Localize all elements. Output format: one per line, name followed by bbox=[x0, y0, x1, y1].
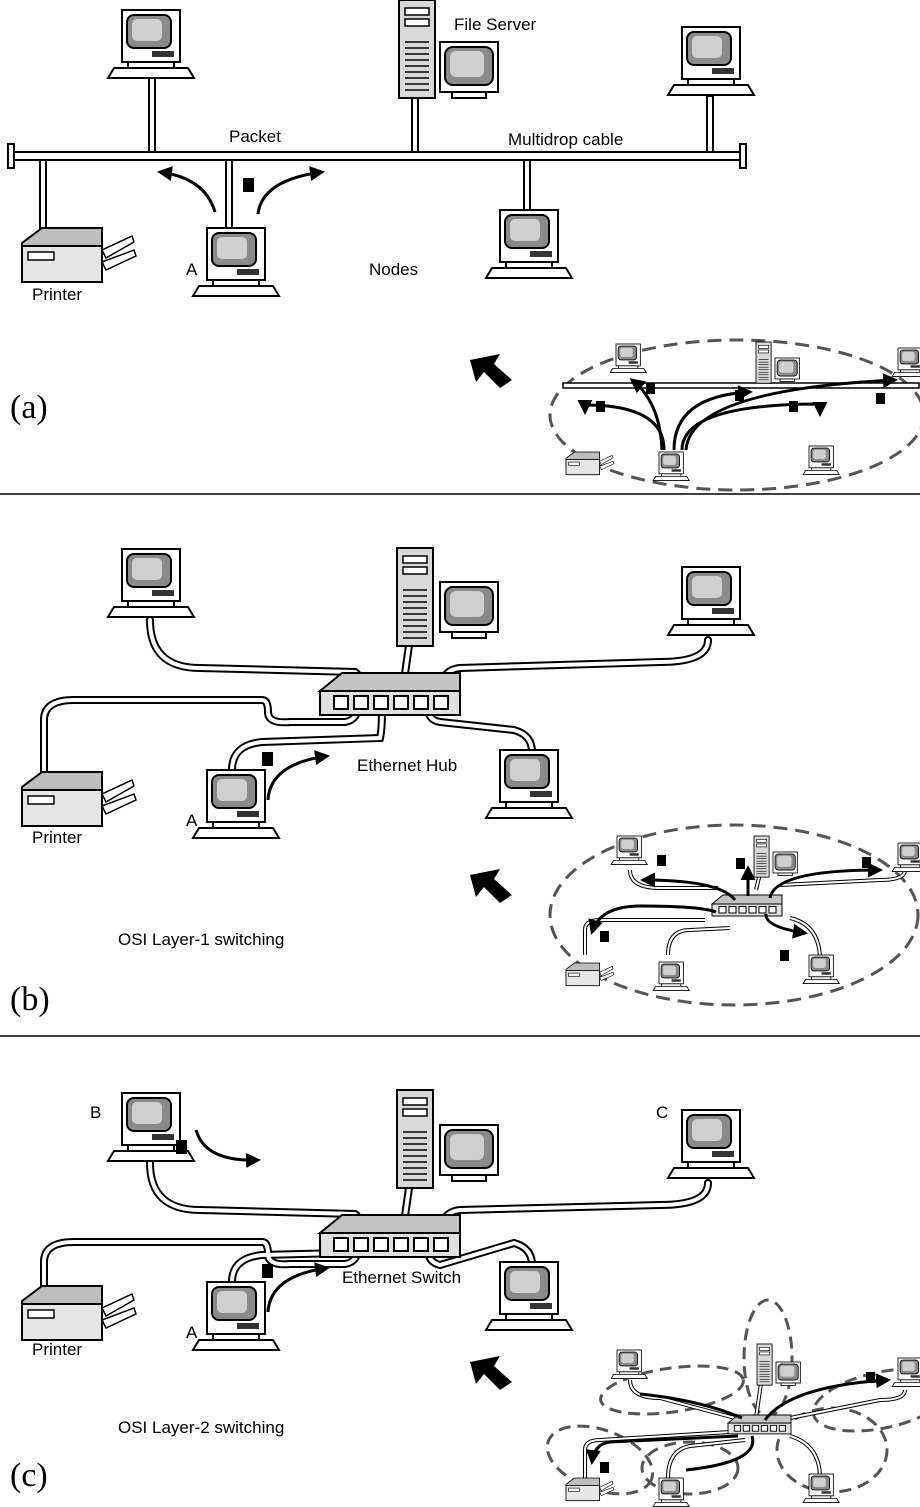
thumbnail-bus-domain bbox=[548, 338, 920, 492]
packet-arrow-left bbox=[157, 166, 217, 213]
server-monitor-icon bbox=[439, 41, 499, 99]
packet-icon bbox=[176, 1140, 187, 1154]
panel-a: File Server Packet Multidrop cable Print… bbox=[7, 0, 920, 492]
node-c-label: C bbox=[656, 1103, 668, 1122]
server-tower-icon bbox=[398, 0, 436, 99]
printer-label: Printer bbox=[32, 285, 82, 304]
printer-label: Printer bbox=[32, 1340, 82, 1359]
computer-c-icon bbox=[667, 1109, 755, 1179]
panel-a-label: (a) bbox=[10, 389, 48, 426]
nodes-label: Nodes bbox=[369, 260, 418, 279]
packet-arrow bbox=[266, 750, 330, 801]
packet-arrow-b bbox=[194, 1129, 261, 1168]
transform-arrow-icon bbox=[470, 869, 512, 903]
server-monitor-icon bbox=[439, 1124, 499, 1182]
packet-arrow-a bbox=[266, 1262, 330, 1313]
packet-icon bbox=[262, 752, 273, 766]
computer-icon bbox=[107, 9, 195, 79]
switch-label: Ethernet Switch bbox=[342, 1268, 461, 1287]
multidrop-cable bbox=[7, 77, 747, 233]
panel-b-label: (b) bbox=[10, 981, 50, 1018]
node-a-label: A bbox=[186, 811, 198, 830]
packet-arrow-right bbox=[256, 166, 325, 215]
node-a-label: A bbox=[186, 1323, 198, 1342]
packet-icon bbox=[243, 178, 254, 192]
computer-icon bbox=[485, 209, 573, 279]
hub-label: Ethernet Hub bbox=[357, 756, 457, 775]
printer-label: Printer bbox=[32, 828, 82, 847]
transform-arrow-icon bbox=[470, 1356, 512, 1390]
computer-a-icon bbox=[192, 227, 280, 297]
computer-icon bbox=[107, 548, 195, 618]
panel-c: B C Ethernet Switch Printer A OSI Layer-… bbox=[10, 1089, 920, 1507]
panel-b: Ethernet Hub Printer A OSI Layer-1 switc… bbox=[10, 547, 920, 1018]
server-tower-icon bbox=[396, 1089, 434, 1189]
packet-icon bbox=[262, 1264, 273, 1278]
printer-icon bbox=[21, 771, 137, 827]
layer2-caption: OSI Layer-2 switching bbox=[118, 1418, 284, 1437]
thumbnail-switch-domains bbox=[545, 1298, 920, 1507]
packet-label: Packet bbox=[229, 127, 281, 146]
file-server-label: File Server bbox=[454, 15, 537, 34]
thumbnail-hub-domain bbox=[548, 823, 920, 1007]
panel-c-label: (c) bbox=[10, 1457, 48, 1494]
computer-icon bbox=[667, 26, 755, 96]
server-monitor-icon bbox=[439, 581, 499, 639]
computer-icon bbox=[667, 566, 755, 636]
ethernet-hub-icon bbox=[319, 672, 461, 716]
computer-a-icon bbox=[192, 769, 280, 839]
computer-icon bbox=[485, 1261, 573, 1331]
server-tower-icon bbox=[396, 547, 434, 647]
computer-a-icon bbox=[192, 1281, 280, 1351]
ethernet-switch-icon bbox=[319, 1214, 461, 1258]
computer-icon bbox=[485, 749, 573, 819]
layer1-caption: OSI Layer-1 switching bbox=[118, 930, 284, 949]
printer-icon bbox=[21, 227, 137, 283]
node-b-label: B bbox=[90, 1103, 101, 1122]
multidrop-cable-label: Multidrop cable bbox=[508, 130, 623, 149]
printer-icon bbox=[21, 1285, 137, 1341]
node-a-label: A bbox=[186, 260, 198, 279]
transform-arrow-icon bbox=[470, 354, 512, 388]
